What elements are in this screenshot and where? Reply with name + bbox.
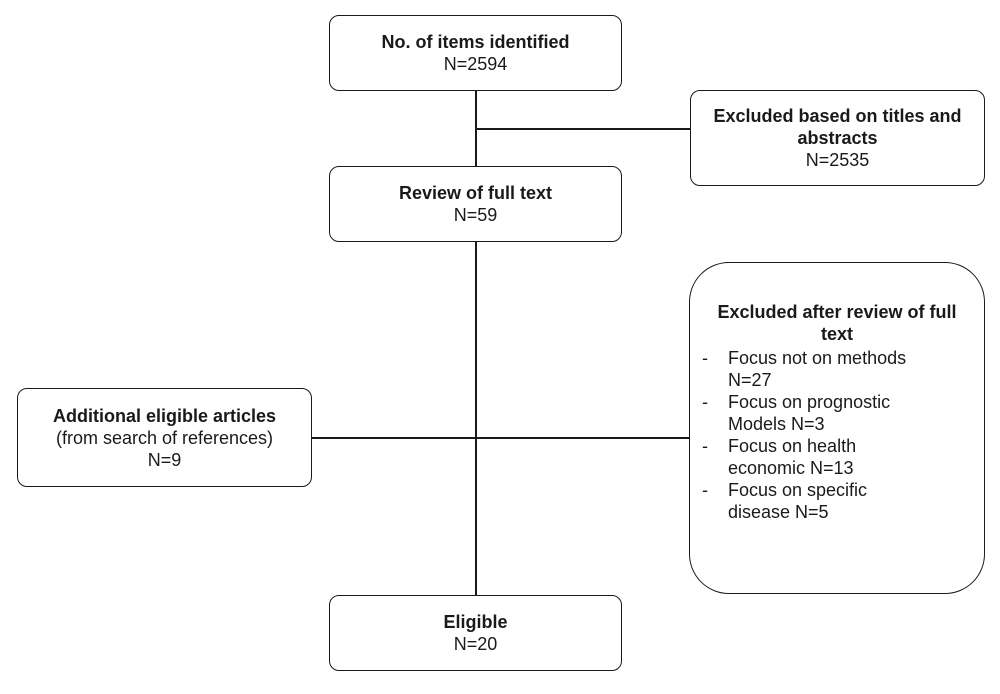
box-title-line2: text: [820, 324, 853, 344]
connector-fulltext-to-eligible: [475, 241, 477, 596]
box-title: Additional eligible articles: [52, 405, 277, 426]
box-count: N=9: [147, 449, 182, 470]
box-subtitle: (from search of references): [55, 427, 274, 448]
box-count: N=2535: [805, 150, 870, 170]
box-title-line2: abstracts: [797, 128, 878, 148]
box-count: N=20: [453, 634, 498, 654]
box-additional-eligible: Additional eligible articles (from searc…: [17, 388, 312, 487]
box-items-identified: No. of items identified N=2594: [329, 15, 622, 91]
box-title: No. of items identified: [381, 32, 570, 52]
box-count: N=59: [453, 205, 498, 225]
box-excluded-after-full-text: Excluded after review of full text -Focu…: [689, 262, 985, 594]
box-excluded-titles-abstracts: Excluded based on titles and abstracts N…: [690, 90, 985, 186]
box-title: Review of full text: [398, 183, 553, 203]
box-title: Eligible: [443, 612, 508, 632]
connector-additional-to-excluded-full: [311, 437, 691, 439]
connector-to-excluded-titles: [475, 128, 691, 130]
box-title-line1: Excluded based on titles and: [713, 106, 962, 126]
box-eligible: Eligible N=20: [329, 595, 622, 671]
box-review-full-text: Review of full text N=59: [329, 166, 622, 242]
box-count: N=2594: [443, 54, 508, 74]
box-title-line1: Excluded after review of full: [717, 302, 957, 322]
